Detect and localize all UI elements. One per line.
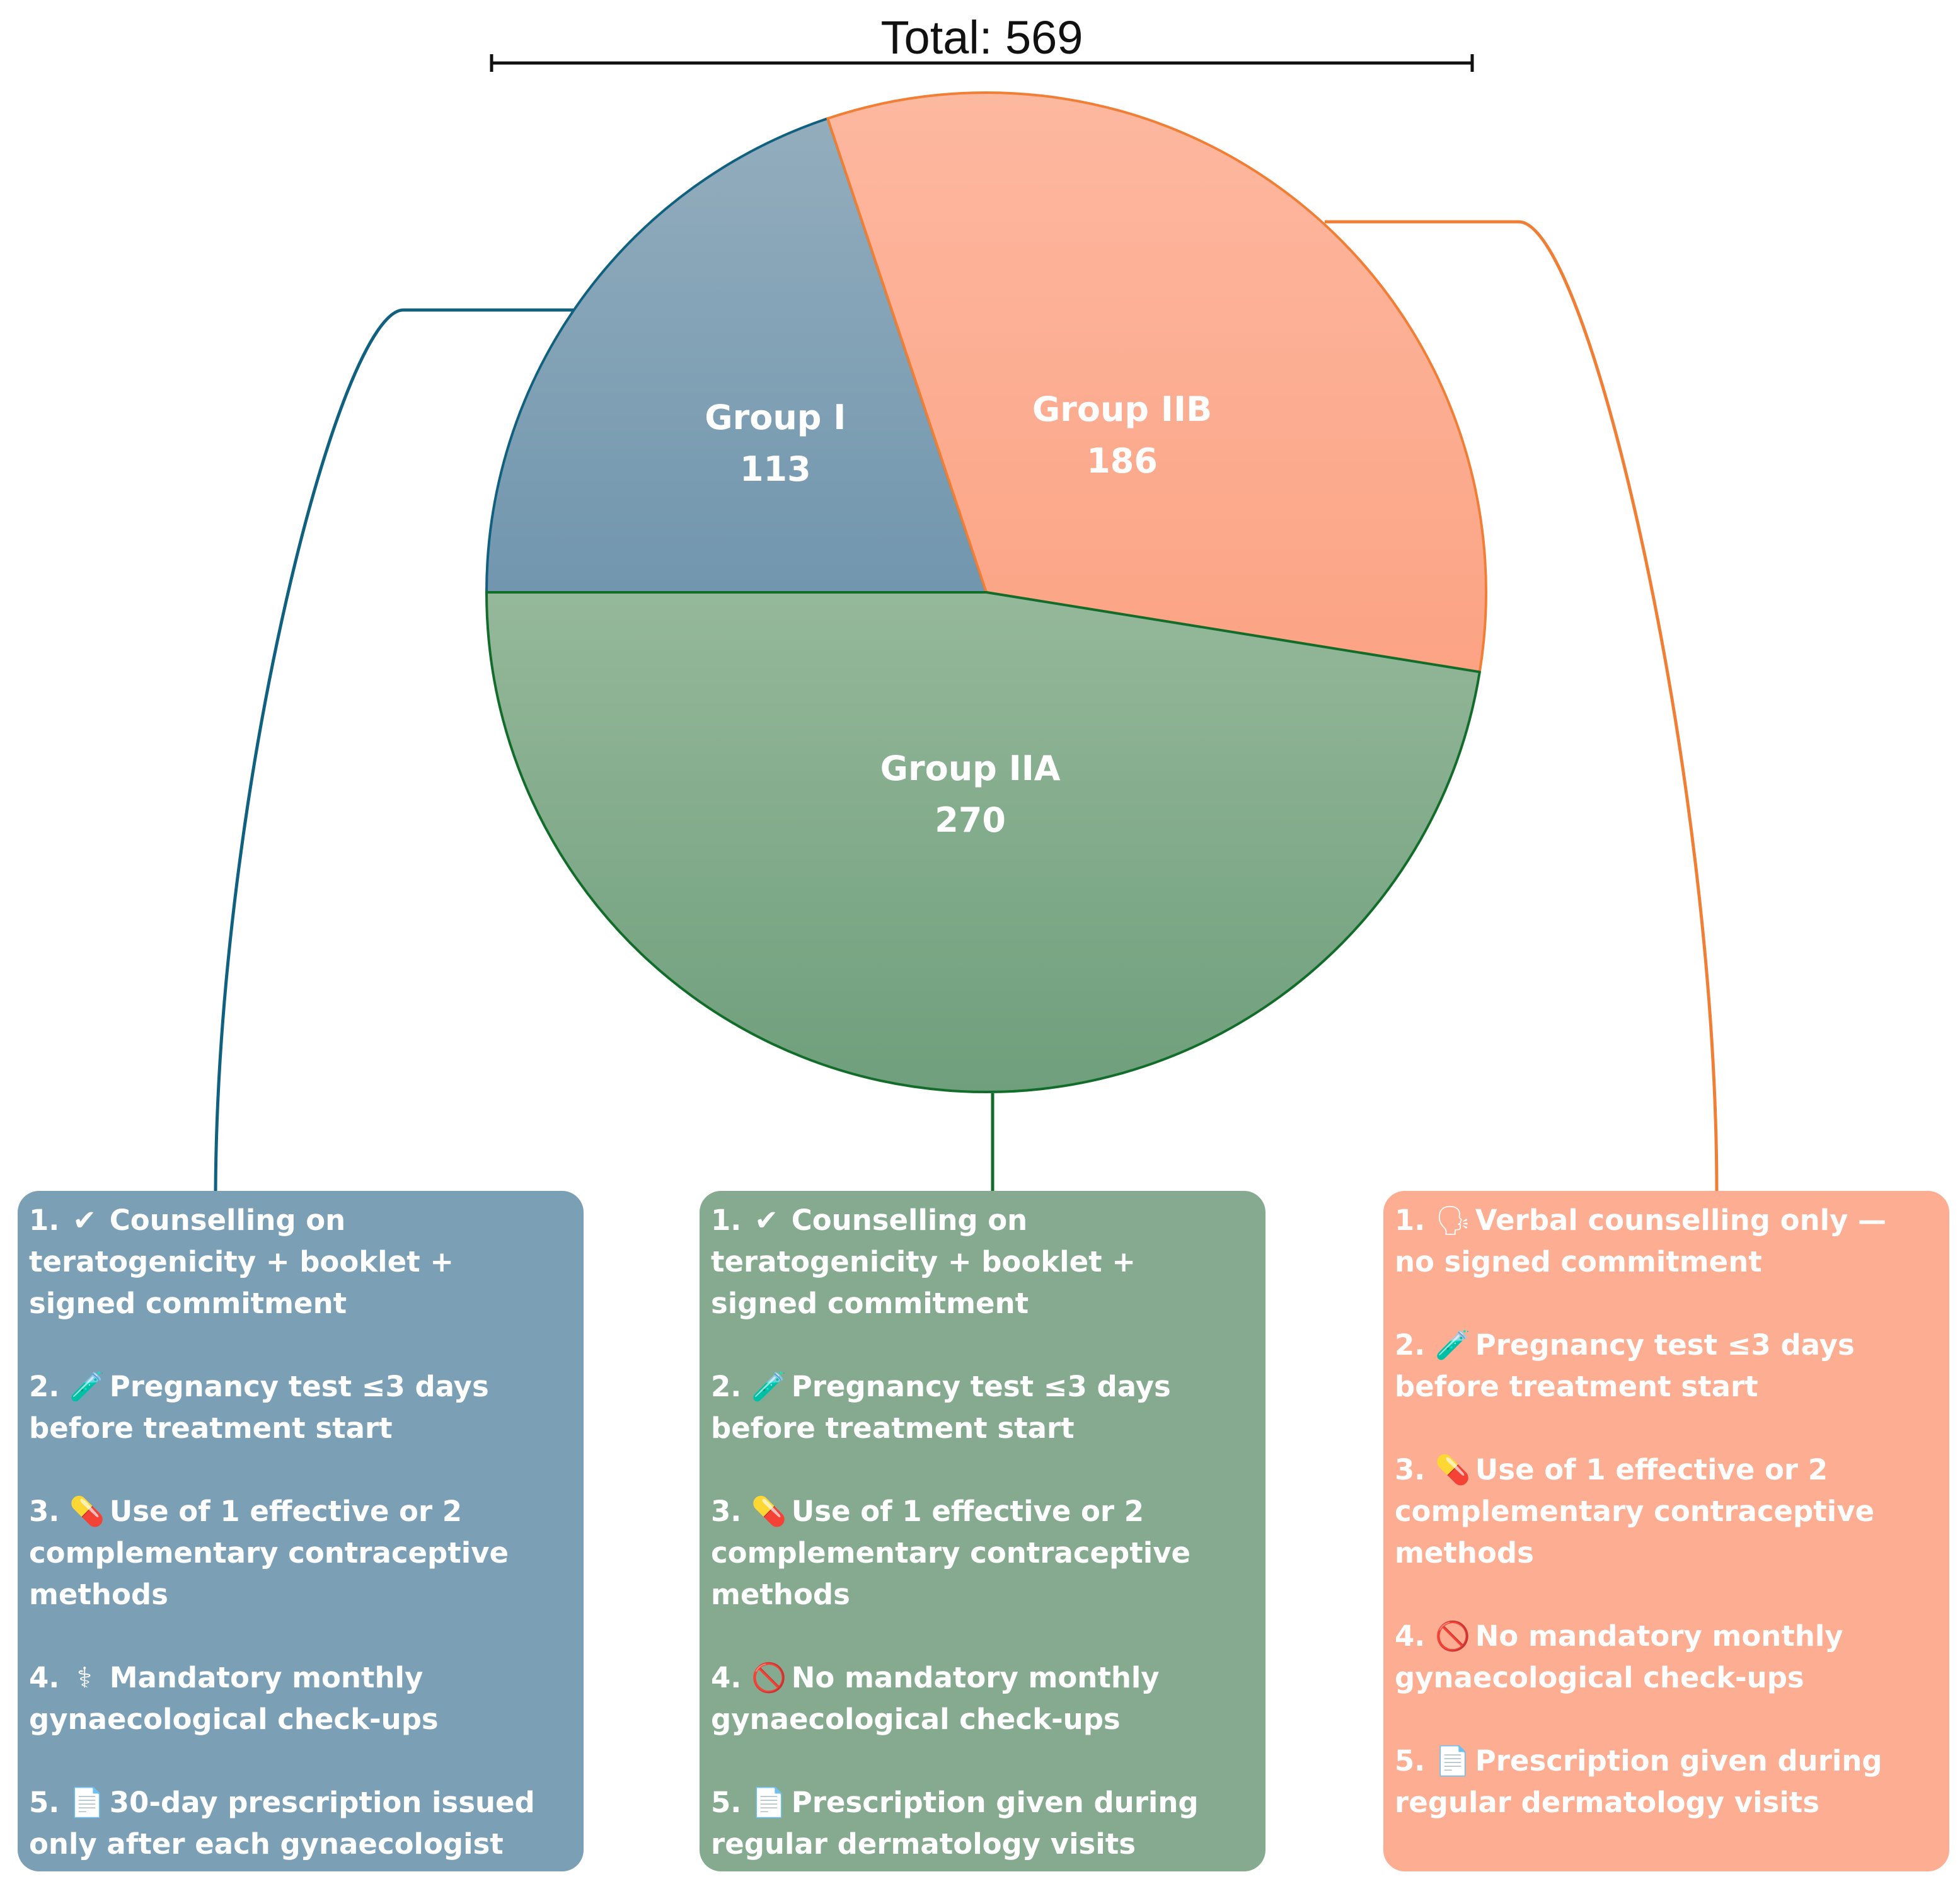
item-number: 5. bbox=[29, 1786, 70, 1819]
slice-label-value: 186 bbox=[1087, 441, 1158, 481]
speaking-head-icon: 🗣 bbox=[1435, 1203, 1472, 1237]
pill-icon: 💊 bbox=[69, 1495, 105, 1528]
item-text: Use of 1 effective or 2 complementary co… bbox=[29, 1495, 509, 1611]
document-icon: 📄 bbox=[69, 1786, 105, 1819]
card-list-item: 3. 💊 Use of 1 effective or 2 complementa… bbox=[1395, 1449, 1935, 1574]
pill-icon: 💊 bbox=[751, 1495, 787, 1528]
card-group-i: 1. ✔ Counselling on teratogenicity + boo… bbox=[18, 1191, 584, 1871]
slice-label-name: Group IIB bbox=[1032, 389, 1212, 429]
item-number: 3. bbox=[29, 1495, 70, 1528]
item-number: 3. bbox=[711, 1495, 752, 1528]
prohibited-icon: 🚫 bbox=[751, 1661, 787, 1694]
stethoscope-icon: ⚕ bbox=[76, 1661, 93, 1694]
item-text: Counselling on teratogenicity + booklet … bbox=[29, 1203, 454, 1320]
item-number: 2. bbox=[1395, 1328, 1436, 1362]
prohibited-icon: 🚫 bbox=[1435, 1619, 1471, 1653]
chart-title: Total: 569 bbox=[881, 11, 1083, 64]
pie-slice-group-i bbox=[485, 117, 988, 594]
slice-label-name: Group I bbox=[705, 398, 846, 437]
check-mark-icon: ✔ bbox=[754, 1203, 778, 1237]
pie-slice-group-iia bbox=[485, 591, 1481, 1094]
card-list-item: 1. 🗣 Verbal counselling only — no signed… bbox=[1395, 1200, 1935, 1283]
item-text: Use of 1 effective or 2 complementary co… bbox=[1395, 1453, 1875, 1570]
card-list-item: 3. 💊 Use of 1 effective or 2 complementa… bbox=[29, 1491, 570, 1616]
item-number: 4. bbox=[1395, 1619, 1436, 1653]
item-number: 1. bbox=[711, 1203, 752, 1237]
item-text: Prescription given during regular dermat… bbox=[711, 1786, 1199, 1861]
card-list-item: 4. 🚫 No mandatory monthly gynaecological… bbox=[1395, 1616, 1935, 1699]
item-number: 5. bbox=[1395, 1744, 1436, 1778]
item-text: Pregnancy test ≤3 days before treatment … bbox=[29, 1370, 489, 1445]
test-tube-icon: 🧪 bbox=[751, 1370, 787, 1403]
card-list-item: 2. 🧪 Pregnancy test ≤3 days before treat… bbox=[711, 1366, 1252, 1449]
card-list-item: 1. ✔ Counselling on teratogenicity + boo… bbox=[29, 1200, 570, 1324]
item-number: 2. bbox=[29, 1370, 70, 1403]
item-text: Mandatory monthly gynaecological check-u… bbox=[29, 1661, 439, 1736]
document-icon: 📄 bbox=[751, 1786, 787, 1819]
card-list-item: 2. 🧪 Pregnancy test ≤3 days before treat… bbox=[1395, 1324, 1935, 1408]
card-list-item: 5. 📄 Prescription given during regular d… bbox=[1395, 1740, 1935, 1824]
item-text: Verbal counselling only — no signed comm… bbox=[1395, 1203, 1887, 1278]
item-number: 4. bbox=[29, 1661, 70, 1694]
card-list-item: 2. 🧪 Pregnancy test ≤3 days before treat… bbox=[29, 1366, 570, 1449]
item-number: 2. bbox=[711, 1370, 752, 1403]
item-text: No mandatory monthly gynaecological chec… bbox=[1395, 1619, 1843, 1694]
item-text: Pregnancy test ≤3 days before treatment … bbox=[1395, 1328, 1855, 1403]
check-mark-icon: ✔ bbox=[72, 1203, 96, 1237]
slice-label-name: Group IIA bbox=[880, 749, 1061, 788]
slice-label-value: 113 bbox=[740, 449, 811, 489]
item-number: 3. bbox=[1395, 1453, 1436, 1486]
card-list-item: 1. ✔ Counselling on teratogenicity + boo… bbox=[711, 1200, 1252, 1324]
test-tube-icon: 🧪 bbox=[69, 1370, 105, 1403]
item-text: 30-day prescription issued only after ea… bbox=[29, 1786, 535, 1871]
card-list-item: 3. 💊 Use of 1 effective or 2 complementa… bbox=[711, 1491, 1252, 1616]
item-text: Counselling on teratogenicity + booklet … bbox=[711, 1203, 1136, 1320]
pill-icon: 💊 bbox=[1435, 1453, 1471, 1486]
item-text: Prescription given during regular dermat… bbox=[1395, 1744, 1882, 1819]
card-list-item: 5. 📄 Prescription given during regular d… bbox=[711, 1782, 1252, 1865]
card-group-iia: 1. ✔ Counselling on teratogenicity + boo… bbox=[700, 1191, 1265, 1871]
document-icon: 📄 bbox=[1435, 1744, 1471, 1778]
item-number: 4. bbox=[711, 1661, 752, 1694]
item-text: Pregnancy test ≤3 days before treatment … bbox=[711, 1370, 1171, 1445]
card-list-item: 4. ⚕ Mandatory monthly gynaecological ch… bbox=[29, 1657, 570, 1740]
item-text: No mandatory monthly gynaecological chec… bbox=[711, 1661, 1160, 1736]
item-number: 5. bbox=[711, 1786, 752, 1819]
item-text: Use of 1 effective or 2 complementary co… bbox=[711, 1495, 1191, 1611]
pie-slice-group-iib bbox=[826, 91, 1487, 674]
connector-group-i bbox=[214, 308, 575, 1193]
slice-label-value: 270 bbox=[935, 800, 1006, 840]
item-number: 1. bbox=[29, 1203, 70, 1237]
card-list-item: 4. 🚫 No mandatory monthly gynaecological… bbox=[711, 1657, 1252, 1740]
test-tube-icon: 🧪 bbox=[1435, 1328, 1471, 1362]
item-number: 1. bbox=[1395, 1203, 1436, 1237]
card-group-iib: 1. 🗣 Verbal counselling only — no signed… bbox=[1383, 1191, 1949, 1871]
connector-group-iib bbox=[1325, 220, 1719, 1193]
card-list-item: 5. 📄 30-day prescription issued only aft… bbox=[29, 1782, 570, 1871]
